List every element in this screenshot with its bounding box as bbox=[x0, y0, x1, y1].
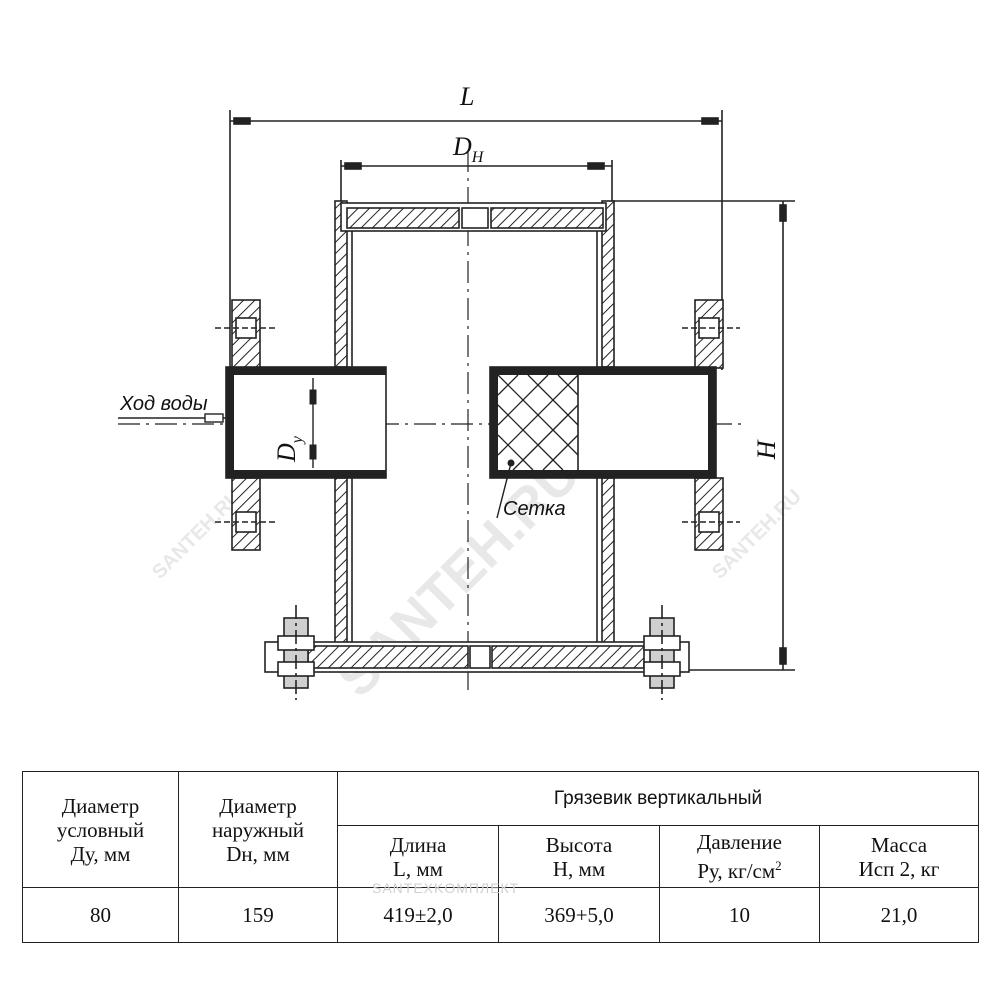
cell-length: 419±2,0 bbox=[337, 887, 499, 943]
inlet-flange bbox=[215, 299, 275, 551]
mesh-leader-line bbox=[496, 462, 512, 519]
header-product-name: Грязевик вертикальный bbox=[337, 771, 979, 826]
header-outer-diameter: Диаметр наружный Dн, мм bbox=[178, 771, 338, 888]
top-cover bbox=[340, 202, 607, 232]
header-length: Длина L, мм bbox=[337, 825, 499, 888]
label-H: H bbox=[752, 439, 781, 460]
bottom-flange bbox=[264, 641, 690, 673]
specification-table: Диаметр условный Ду, мм Диаметр наружный… bbox=[22, 771, 979, 943]
inlet-pipe bbox=[225, 366, 387, 479]
bolt-left bbox=[277, 605, 315, 700]
cell-mass: 21,0 bbox=[819, 887, 979, 943]
dimension-DH bbox=[340, 160, 613, 205]
strainer-drawing: SANTEH.RU SANTEH.RU SANTEH.RU L DH H bbox=[118, 82, 806, 708]
cell-dn: 159 bbox=[178, 887, 338, 943]
header-mass: Масса Исп 2, кг bbox=[819, 825, 979, 888]
label-water-flow: Ход воды bbox=[119, 393, 208, 415]
mesh-screen bbox=[497, 374, 579, 471]
dimension-L bbox=[229, 110, 723, 370]
label-mesh: Сетка bbox=[503, 498, 566, 520]
label-L: L bbox=[459, 82, 474, 111]
label-Dy: Dy bbox=[272, 435, 306, 463]
header-height: Высота H, мм bbox=[498, 825, 660, 888]
outlet-pipe bbox=[489, 366, 717, 479]
label-DH: DH bbox=[452, 132, 485, 166]
header-nominal-diameter: Диаметр условный Ду, мм bbox=[22, 771, 179, 888]
cell-pressure: 10 bbox=[659, 887, 820, 943]
outlet-flange bbox=[682, 299, 740, 551]
cell-dy: 80 bbox=[22, 887, 179, 943]
header-pressure: Давление Ру, кг/см2 bbox=[659, 825, 820, 888]
cell-height: 369+5,0 bbox=[498, 887, 660, 943]
dimension-H bbox=[612, 200, 795, 671]
water-flow-marker bbox=[204, 413, 224, 423]
bolt-right bbox=[643, 605, 681, 700]
table-watermark: SANTEXKOMПЛЕКТ bbox=[372, 880, 520, 896]
